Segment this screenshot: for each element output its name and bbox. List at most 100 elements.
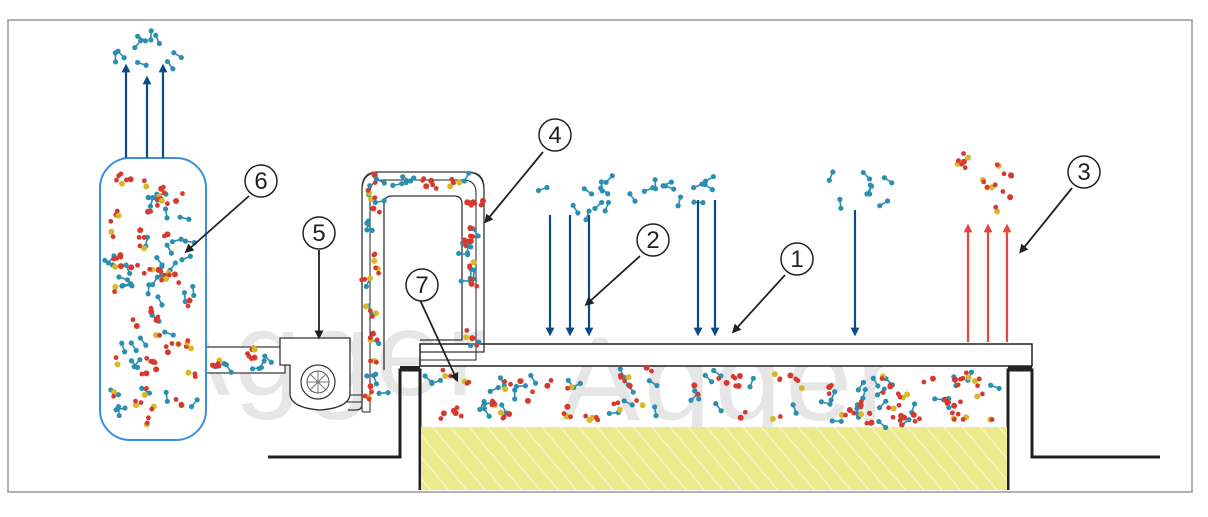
blue-molecule [162,329,176,338]
blue-molecule [877,198,891,209]
blue-molecule [137,335,149,348]
red-molecule [993,204,1001,215]
blue-molecule [372,198,387,206]
red-molecule [173,191,185,204]
red-molecule [795,378,805,392]
red-molecule [951,399,963,409]
blue-molecule [641,185,656,194]
blue-molecule [583,208,592,223]
blue-molecule [171,50,184,61]
callout-4-label: 4 [548,122,561,149]
red-molecule [611,400,623,413]
red-molecule [971,376,982,389]
blue-molecule [179,253,193,263]
red-molecule [733,383,742,390]
blue-molecule [223,362,234,375]
blue-molecule [702,372,715,385]
blue-molecule [190,283,197,298]
blue-molecule [456,250,471,258]
red-molecule [184,338,191,346]
blue-molecule [145,282,152,297]
red-molecule [463,328,470,341]
callout-2-label: 2 [646,227,659,254]
blue-molecule [262,353,274,365]
red-molecule [210,362,222,369]
blue-molecule [691,181,705,191]
red-molecule [1001,171,1015,179]
red-molecule [161,231,171,239]
blue-molecule [131,357,143,370]
blue-molecule [373,176,387,186]
red-molecule [826,383,834,397]
red-molecule [365,188,373,196]
red-molecule [858,410,873,418]
blue-molecule [818,399,833,407]
callout-4: 4 [538,118,572,152]
red-molecule [141,386,149,398]
callout-5: 5 [302,216,336,250]
red-molecule [175,341,182,348]
red-molecule [139,370,150,377]
red-molecule [359,275,374,283]
blue-molecule [364,218,372,233]
blue-molecule [461,170,472,184]
blue-molecule [513,383,529,390]
red-molecule [910,411,922,424]
red-molecule [137,243,148,252]
red-molecule [185,369,198,379]
blue-molecule [988,382,1002,392]
red-molecule [942,396,952,406]
red-molecule [517,378,524,385]
red-molecule [959,154,972,167]
biofilter-outflow-arrows [121,63,168,158]
red-molecule [489,402,504,416]
red-molecule [880,382,894,395]
red-molecule [452,410,464,419]
red-molecule [468,199,477,208]
blue-molecule [747,375,756,390]
blue-molecule [487,384,501,394]
red-molecule [145,208,154,215]
red-molecule [544,378,554,389]
cover-membrane [419,343,1033,367]
red-molecule [500,411,513,421]
blue-molecule [181,290,188,305]
red-molecule [643,364,654,374]
blue-molecule [164,242,175,256]
blue-molecule [148,28,154,43]
red-molecule [143,415,151,428]
blue-molecule [167,260,178,273]
inflow-arrows [545,200,860,337]
blue-molecule [581,186,595,197]
red-molecule [634,398,646,409]
red-molecule [163,341,175,356]
blue-molecule [102,257,116,268]
red-molecule [447,180,456,190]
red-molecule [370,310,380,319]
callout-6: 6 [244,164,278,198]
red-molecule [108,212,122,224]
red-molecule [118,171,134,183]
red-molecule [974,391,985,400]
blue-molecule [132,38,144,51]
blue-molecule [828,389,838,403]
red-molecule [1000,189,1014,201]
red-molecule [467,259,477,271]
red-molecule [960,370,972,381]
blue-molecule [249,364,265,372]
blue-molecule [621,398,635,408]
red-molecule [846,406,857,416]
blue-molecule [403,175,417,186]
blue-molecule [598,179,605,194]
red-molecule [561,403,571,416]
red-molecule [896,394,907,408]
red-molecule [463,238,474,249]
callout-2: 2 [636,223,670,257]
red-molecule [987,416,995,423]
red-molecule [769,414,783,422]
red-molecule [171,271,182,286]
red-molecule [158,184,167,196]
blue-molecule [147,195,156,209]
blue-molecule [376,390,391,396]
